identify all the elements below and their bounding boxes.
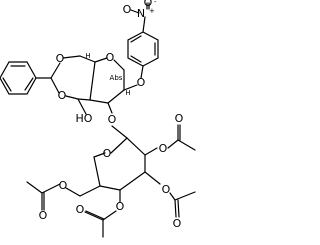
atom-label: N [137,7,145,20]
atom-label: O [76,203,85,216]
charge-label: + [149,7,155,15]
atom-label: O [137,76,146,89]
nitrophenyl-group [127,2,159,79]
stereo-label: Abs [110,74,123,82]
atom-label: O [56,52,65,65]
atom-label: O [162,183,171,196]
atom-label: O [173,217,182,230]
atom-label: O [144,0,153,9]
atom-label: O [106,51,115,64]
lower-pyranose-ring [93,125,146,191]
atom-label: O [175,112,184,125]
atom-label: O [58,89,67,102]
stereo-label: H [85,52,90,60]
atom-label: O [116,200,125,213]
atom-label: O [59,179,68,192]
atom-label: O [103,147,112,160]
acetate-c3 [144,171,196,218]
acetate-c4 [84,189,121,238]
atom-label: O [159,142,168,155]
benzylidene-acetal [0,55,96,115]
acetate-c2 [144,124,196,156]
stereo-label: H [125,89,130,97]
atom-label: O [108,113,117,126]
atom-label: O [123,3,132,16]
atom-label: O [39,209,48,222]
upper-pyranose-ring [89,57,138,114]
charge-label: - [154,0,157,6]
atom-label: HO [76,112,93,125]
acetate-c6 [26,181,101,211]
molecule-structure: N + O - O O O H Abs H O O HO O O O O O O… [0,0,196,238]
